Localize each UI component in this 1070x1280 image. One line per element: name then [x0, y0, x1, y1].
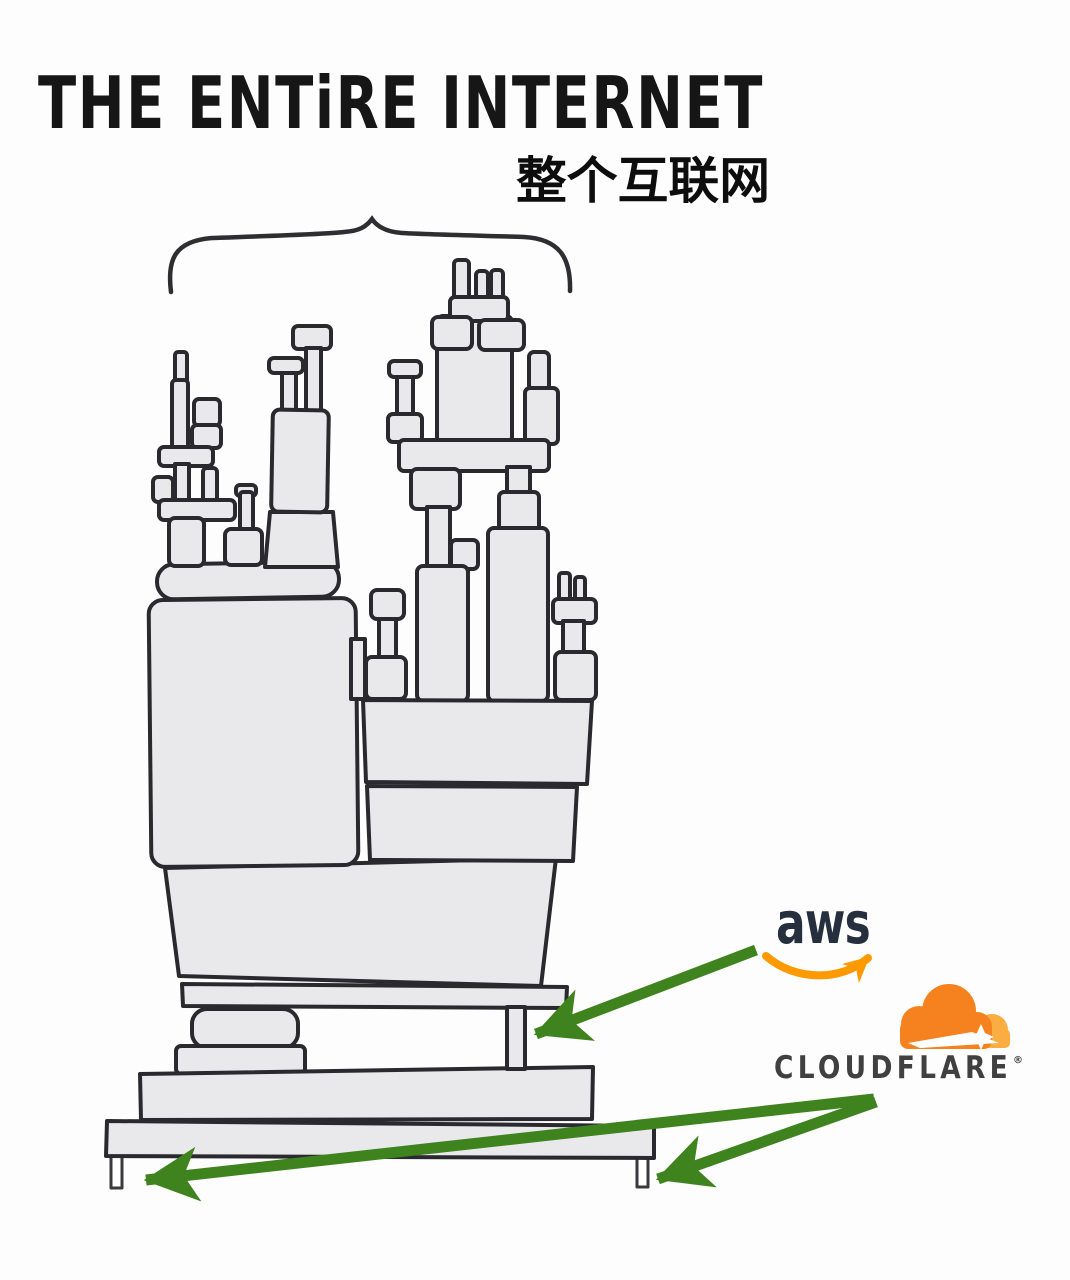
tower-block	[349, 637, 367, 701]
tower-block	[452, 258, 471, 302]
tower-block	[523, 386, 560, 446]
tower-block	[238, 490, 255, 534]
tower-block	[561, 619, 586, 657]
tower-block	[369, 588, 406, 621]
registered-mark: ®	[1013, 1055, 1023, 1066]
tower-block	[291, 324, 333, 351]
tower-block	[397, 438, 551, 473]
tower-block	[223, 527, 264, 567]
base-plank	[104, 1119, 656, 1160]
tower-block	[190, 1007, 300, 1050]
tower-block	[190, 423, 223, 450]
aws-wordmark: aws	[776, 889, 870, 957]
cloudflare-arrow-left-leg	[143, 1093, 875, 1202]
base-right-leg	[635, 1154, 650, 1189]
cloudflare-arrow-right-leg	[655, 1096, 878, 1188]
tower-block	[364, 655, 408, 701]
tower-block	[527, 350, 551, 392]
tower-block	[386, 412, 424, 444]
tower-block	[170, 378, 190, 456]
page-title: THE ENTiRE INTERNET	[38, 61, 764, 145]
tower-block	[409, 467, 462, 511]
tower-block	[146, 596, 361, 869]
aws-support-stick	[505, 1005, 527, 1071]
tower-block	[425, 505, 452, 573]
tower-block	[138, 1065, 595, 1122]
cloudflare-logo: CLOUDFLARE ®	[774, 984, 1023, 1086]
tower-block	[192, 397, 222, 428]
tower-block	[477, 318, 526, 352]
tower-block	[269, 407, 331, 515]
cloudflare-wordmark: CLOUDFLARE	[774, 1050, 1012, 1086]
tower-block	[430, 315, 474, 351]
tower-block	[395, 374, 415, 419]
cloud-sparkle	[968, 1024, 994, 1050]
tower-block	[180, 982, 569, 1010]
tower-block	[387, 359, 423, 379]
tower-block	[280, 369, 298, 415]
page-subtitle-zh: 整个互联网	[516, 152, 770, 210]
tower-block	[553, 650, 598, 702]
tower-block	[267, 356, 305, 375]
tower-block	[201, 466, 219, 505]
tower-block	[497, 490, 541, 533]
dependency-tower	[104, 258, 656, 1190]
tower-block	[163, 856, 558, 988]
tower-block	[415, 564, 470, 703]
base-left-leg	[109, 1154, 124, 1190]
tower-block	[361, 698, 594, 786]
tower-block	[167, 516, 206, 568]
tower-block	[365, 784, 579, 863]
tower-block	[486, 526, 550, 703]
pointer-arrows	[143, 944, 878, 1202]
curly-brace-icon	[167, 215, 573, 295]
aws-smile-icon	[762, 952, 872, 984]
aws-arrow	[533, 944, 758, 1041]
tower-block	[263, 510, 340, 569]
aws-logo: aws	[762, 889, 872, 984]
tower-block	[304, 346, 323, 415]
tower-block	[377, 616, 398, 663]
